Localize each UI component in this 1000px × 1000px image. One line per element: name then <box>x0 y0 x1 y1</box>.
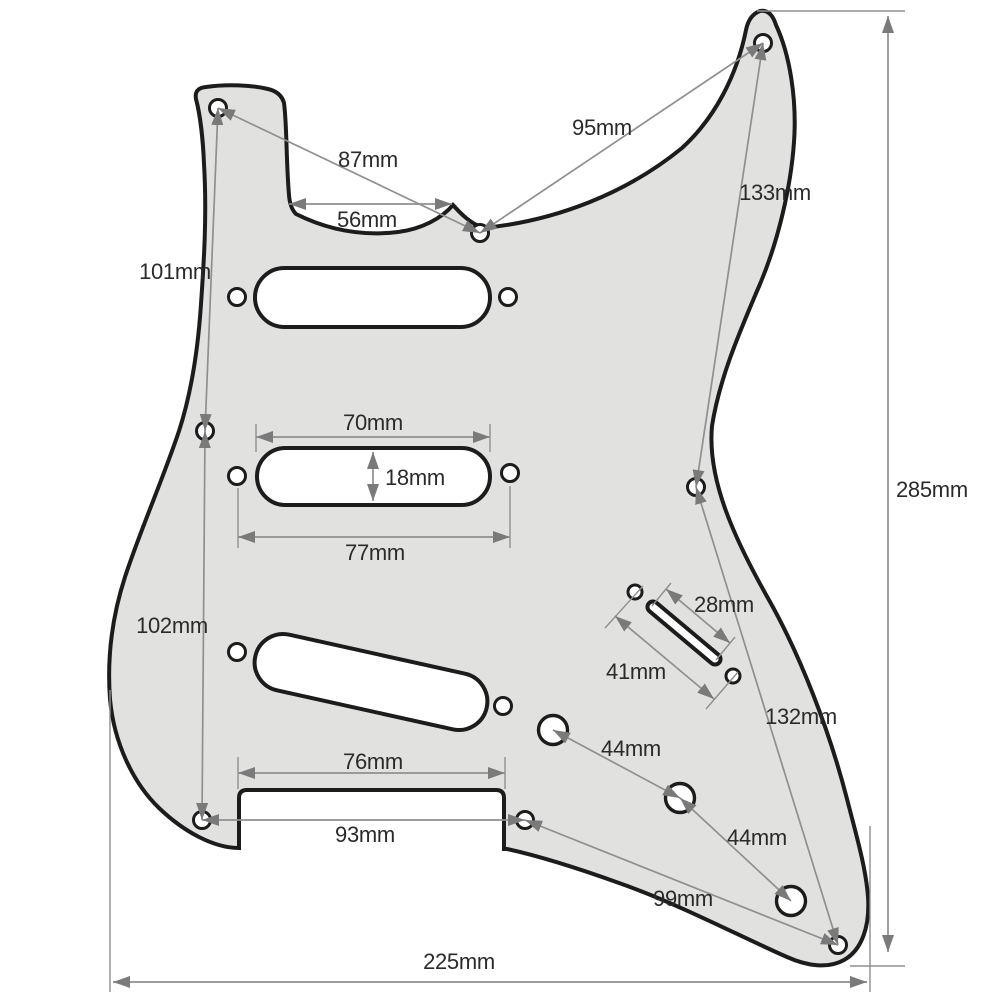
dim-label-44mm-a: 44mm <box>601 736 661 761</box>
dim-line-87mm <box>217 107 481 234</box>
screw-hole-bridge-pickup-left <box>227 642 247 662</box>
dim-label-102mm: 102mm <box>136 613 208 638</box>
dim-label-77mm: 77mm <box>345 540 405 565</box>
dim-label-70mm: 70mm <box>343 410 403 435</box>
dim-label-18mm: 18mm <box>385 465 445 490</box>
switch-mount-hole-lower <box>724 667 742 685</box>
dim-label-225mm: 225mm <box>423 949 495 974</box>
dim-line-44mm-a <box>552 729 681 799</box>
screw-hole-bridge-pickup-right <box>493 696 513 716</box>
dim-label-87mm: 87mm <box>338 147 398 172</box>
dim-label-99mm: 99mm <box>653 886 713 911</box>
pickup-cutout-bridge <box>252 632 490 732</box>
dim-line-133mm <box>692 42 767 488</box>
dim-label-56mm: 56mm <box>337 207 397 232</box>
screw-hole-middle-pickup-left <box>227 466 247 486</box>
dim-line-99mm <box>524 819 839 946</box>
dim-label-285mm: 285mm <box>896 477 968 502</box>
dim-label-44mm-b: 44mm <box>727 825 787 850</box>
dim-label-93mm: 93mm <box>335 822 395 847</box>
dim-line-101mm <box>199 107 224 432</box>
extension-28mm-upper <box>651 582 672 607</box>
dim-label-101mm: 101mm <box>139 259 211 284</box>
dim-label-133mm: 133mm <box>739 180 811 205</box>
dim-label-95mm: 95mm <box>572 115 632 140</box>
dim-label-76mm: 76mm <box>343 749 403 774</box>
extension-41mm-upper <box>604 585 644 629</box>
dim-label-28mm: 28mm <box>694 592 754 617</box>
dim-label-41mm: 41mm <box>606 659 666 684</box>
switch-mount-hole-upper <box>626 583 644 601</box>
screw-hole-neck-right <box>498 287 518 307</box>
screw-hole-neck-left <box>227 287 247 307</box>
dim-line-102mm <box>196 430 211 821</box>
pickup-cutout-neck <box>253 266 492 329</box>
screw-hole-middle-pickup-right <box>500 463 520 483</box>
dim-label-132mm: 132mm <box>765 704 837 729</box>
